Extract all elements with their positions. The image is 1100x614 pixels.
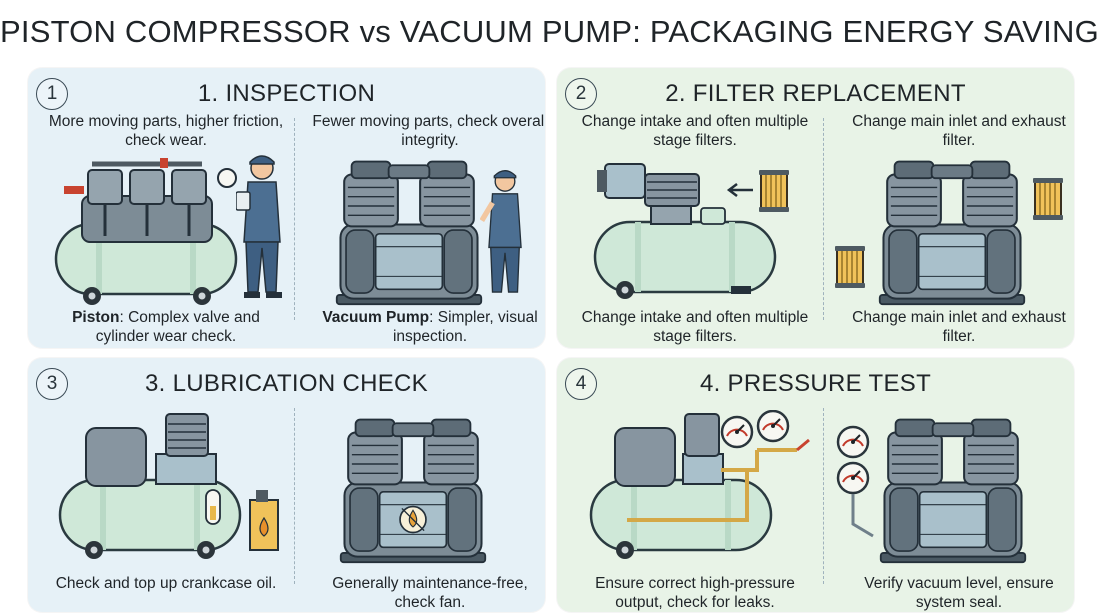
piston-note-bottom: Ensure correct high-pressure output, che… (595, 575, 795, 611)
panel-divider (294, 408, 295, 584)
step-number: 2 (565, 78, 597, 110)
arrow-icon (726, 183, 753, 197)
technician-figure (236, 155, 282, 298)
piston-note-bottom: Check and top up crankcase oil. (55, 575, 277, 592)
vacuum-note-text: : Simpler, visual inspection. (392, 309, 538, 345)
piston-note-text: : Complex valve and cylinder wear check. (95, 309, 260, 345)
step-number: 1 (36, 78, 68, 110)
vacuum-label: Vacuum Pump (322, 309, 430, 326)
piston-note-top: More moving parts, higher friction, chec… (48, 113, 284, 149)
vacuum-pump-illustration (878, 160, 1026, 306)
vacuum-note-bottom: Vacuum Pump: Simpler, visual inspection. (310, 308, 545, 346)
step-title: 1. INSPECTION (197, 80, 376, 107)
vacuum-pump-illustration (335, 160, 483, 306)
step-panel-pressure-test: 4 4. PRESSURE TEST Ensure correct high-p… (557, 358, 1074, 612)
vacuum-note-bottom: Change main inlet and exhaust filter. (852, 309, 1066, 345)
step-number: 3 (36, 368, 68, 400)
piston-compressor-illustration (589, 410, 810, 559)
piston-compressor-illustration (54, 158, 238, 305)
piston-note-bottom: Change intake and often multiple stage f… (581, 309, 809, 345)
piston-note-bottom: Piston: Complex valve and cylinder wear … (46, 308, 286, 346)
vacuum-pump-illustration (339, 418, 487, 564)
vacuum-note-top: Change main inlet and exhaust filter. (852, 113, 1066, 149)
technician-figure (480, 169, 522, 293)
step-panel-lubrication-check: 3 3. LUBRICATION CHECK Check and top up … (28, 358, 545, 612)
panel-divider (823, 408, 824, 584)
vacuum-note-top: Fewer moving parts, check overall integr… (312, 113, 545, 149)
step-number: 4 (565, 368, 597, 400)
panel-divider (294, 118, 295, 320)
vacuum-note-bottom: Verify vacuum level, ensure system seal. (864, 575, 1054, 611)
panel-divider (823, 118, 824, 320)
step-title: 3. LUBRICATION CHECK (145, 370, 428, 397)
vacuum-pump-illustration (879, 418, 1027, 564)
piston-note-top: Change intake and often multiple stage f… (581, 113, 809, 149)
vacuum-gauges-icon (836, 425, 874, 538)
piston-label: Piston (72, 309, 120, 326)
intake-filter-icon (758, 169, 790, 213)
step-title: 2. FILTER REPLACEMENT (665, 80, 966, 107)
exhaust-filter-icon (834, 245, 866, 289)
vacuum-note-bottom: Generally maintenance-free, check fan. (332, 575, 528, 611)
step-title: 4. PRESSURE TEST (699, 370, 932, 397)
step-panel-inspection: 1 1. INSPECTION More moving parts, highe… (28, 68, 545, 348)
inlet-filter-icon (1032, 177, 1064, 221)
piston-compressor-illustration (593, 163, 777, 299)
page-title: PISTON COMPRESSOR vs VACUUM PUMP: PACKAG… (0, 14, 1100, 49)
piston-compressor-illustration (58, 413, 279, 559)
step-panel-filter-replacement: 2 2. FILTER REPLACEMENT Change intake an… (557, 68, 1074, 348)
